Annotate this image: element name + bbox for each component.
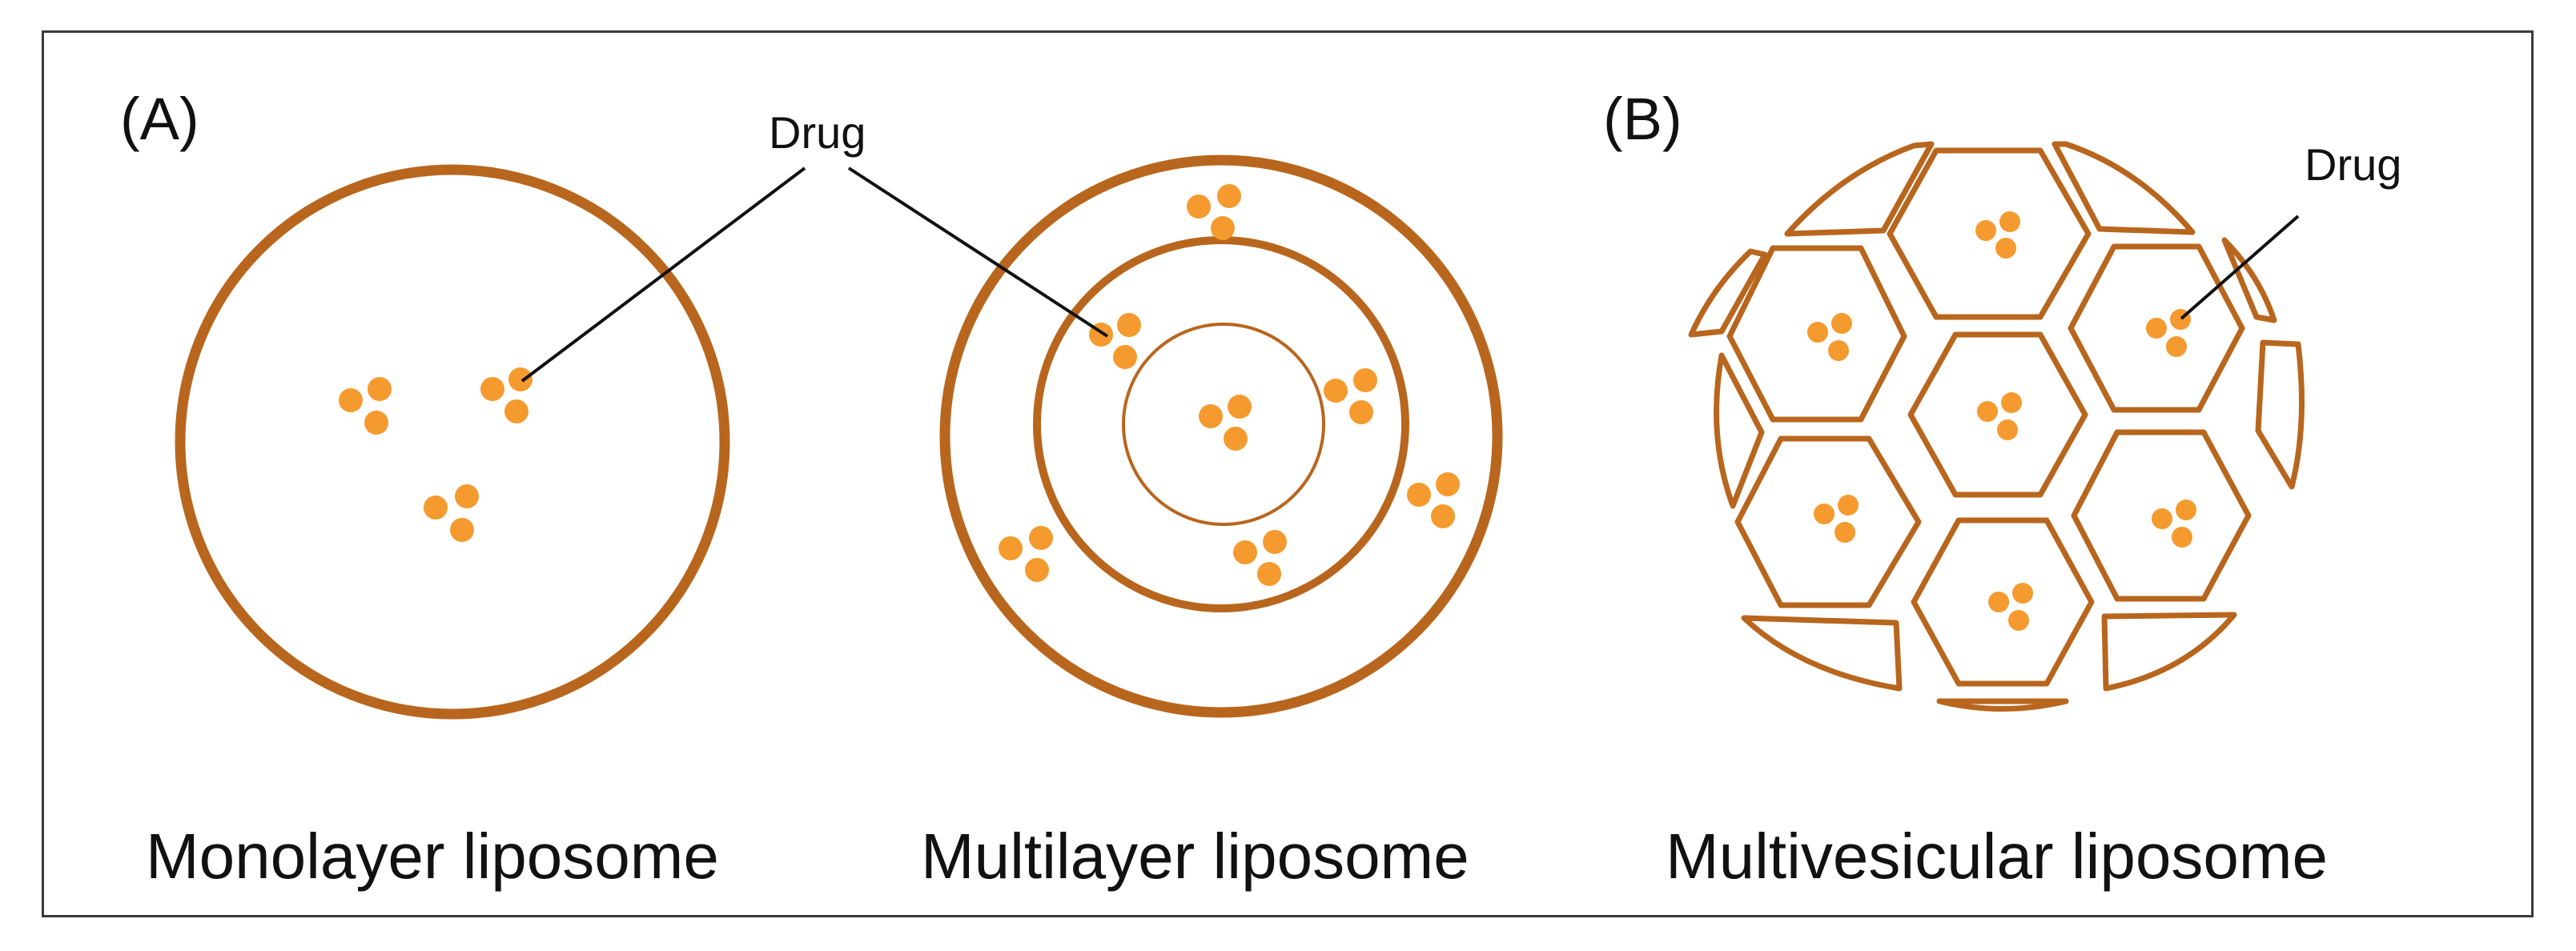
drug-cluster: [1089, 313, 1141, 369]
vesicle-rim: [2255, 339, 2305, 490]
multilayer-inner-membrane: [1122, 323, 1325, 526]
vesicle-rim: [1936, 698, 2069, 712]
panel-label-a: (A): [120, 86, 199, 152]
vesicle-rim: [1688, 248, 1768, 338]
vesicle-cell: [1907, 331, 2088, 498]
multilayer-liposome: [939, 154, 1503, 718]
drug-label-multivesicular: Drug: [2305, 139, 2402, 190]
drug-cluster: [1977, 392, 2022, 440]
monolayer-liposome: [175, 164, 730, 720]
vesicle-rim: [2052, 141, 2196, 235]
vesicle-rim: [2221, 237, 2277, 323]
drug-cluster: [424, 484, 479, 542]
drug-label-shared: Drug: [769, 107, 866, 158]
drug-leader-line-multilayer: [847, 167, 1109, 338]
drug-cluster: [480, 367, 532, 423]
panel-label-b: (B): [1603, 86, 1682, 152]
vesicle-rim: [1714, 352, 1765, 509]
drug-cluster: [1988, 583, 2033, 631]
vesicle-cell: [1911, 517, 2095, 687]
drug-cluster: [1324, 368, 1377, 424]
drug-cluster: [2152, 500, 2196, 548]
vesicle-cell: [1726, 245, 1907, 423]
caption-monolayer: Monolayer liposome: [146, 821, 719, 892]
vesicle-cell: [2068, 243, 2245, 413]
caption-multivesicular: Multivesicular liposome: [1666, 821, 2328, 892]
monolayer-membrane: [175, 164, 730, 720]
drug-cluster: [2146, 309, 2191, 357]
drug-cluster: [1233, 530, 1287, 586]
vesicle-rim: [1741, 615, 1903, 692]
drug-cluster: [1199, 395, 1252, 451]
drug-leader-line-multivesicular: [2180, 215, 2300, 320]
caption-multilayer: Multilayer liposome: [921, 821, 1469, 892]
drug-cluster: [1407, 472, 1460, 528]
vesicle-cell: [2071, 429, 2252, 602]
drug-cluster: [1807, 313, 1852, 361]
vesicle-rim: [2101, 612, 2237, 692]
figure-frame: [42, 30, 2534, 917]
drug-cluster: [1814, 495, 1859, 543]
drug-cluster: [339, 377, 392, 435]
drug-cluster: [999, 526, 1053, 582]
drug-cluster: [1975, 211, 2020, 259]
multilayer-outer-membrane: [939, 154, 1503, 718]
vesicle-cell: [1734, 435, 1922, 608]
vesicle-rim: [1784, 141, 1935, 237]
multilayer-middle-membrane: [1033, 236, 1409, 612]
drug-leader-line-monolayer: [520, 167, 806, 383]
vesicle-cell: [1887, 147, 2092, 320]
multivesicular-liposome: [1688, 141, 2305, 712]
drug-cluster: [1187, 184, 1241, 240]
